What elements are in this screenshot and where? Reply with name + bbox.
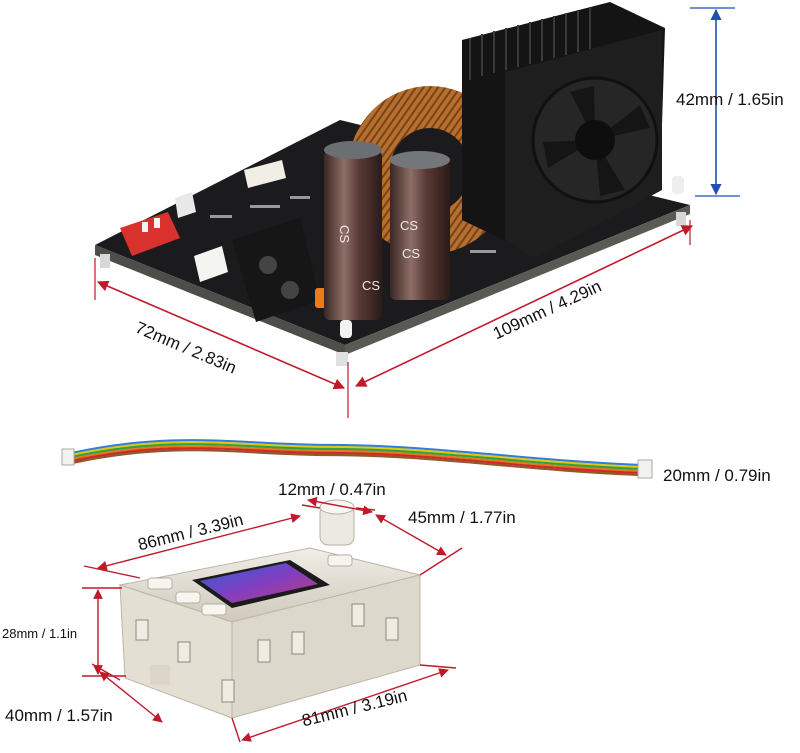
panel-depth-arrow [375,514,447,556]
label-knob-diameter: 12mm / 0.47in [278,480,386,499]
board-width-arrow [96,280,346,390]
label-panel-height: 28mm / 1.1in [2,626,78,641]
jst-connector [194,246,228,282]
button-3 [201,603,227,616]
panel-width-arrow [97,513,301,571]
board-length-arrow [354,225,694,387]
label-panel-depth: 45mm / 1.77in [408,508,516,527]
capacitor-label: CS [362,278,380,293]
label-panel-side: 40mm / 1.57in [5,706,113,725]
dip-switch [120,212,180,256]
dimension-lines-panel [82,496,463,743]
ribbon-cable [71,439,641,477]
knob-arrow [307,496,373,516]
label-fan-height: 42mm / 1.65in [676,90,784,109]
button-1 [147,577,173,590]
capacitor-left: CS CS [324,141,382,320]
panel-side-arrow [99,671,163,723]
fan-hub [575,120,615,160]
cable-connector-right [637,459,653,479]
capacitor-label: CS [402,246,420,261]
capacitor-right: CS CS [390,151,450,300]
button-2 [175,591,201,604]
dimension-lines-board [94,7,740,418]
pcb-board-group: CS CS CS CS [95,2,690,366]
button-4 [327,554,353,567]
capacitor-label: CS [400,218,418,233]
label-cable-length: 20mm / 0.79in [663,466,771,485]
capacitor-label: CS [337,225,352,243]
panel-bottom-arrow [241,668,449,742]
cable-connector-left [61,448,75,466]
